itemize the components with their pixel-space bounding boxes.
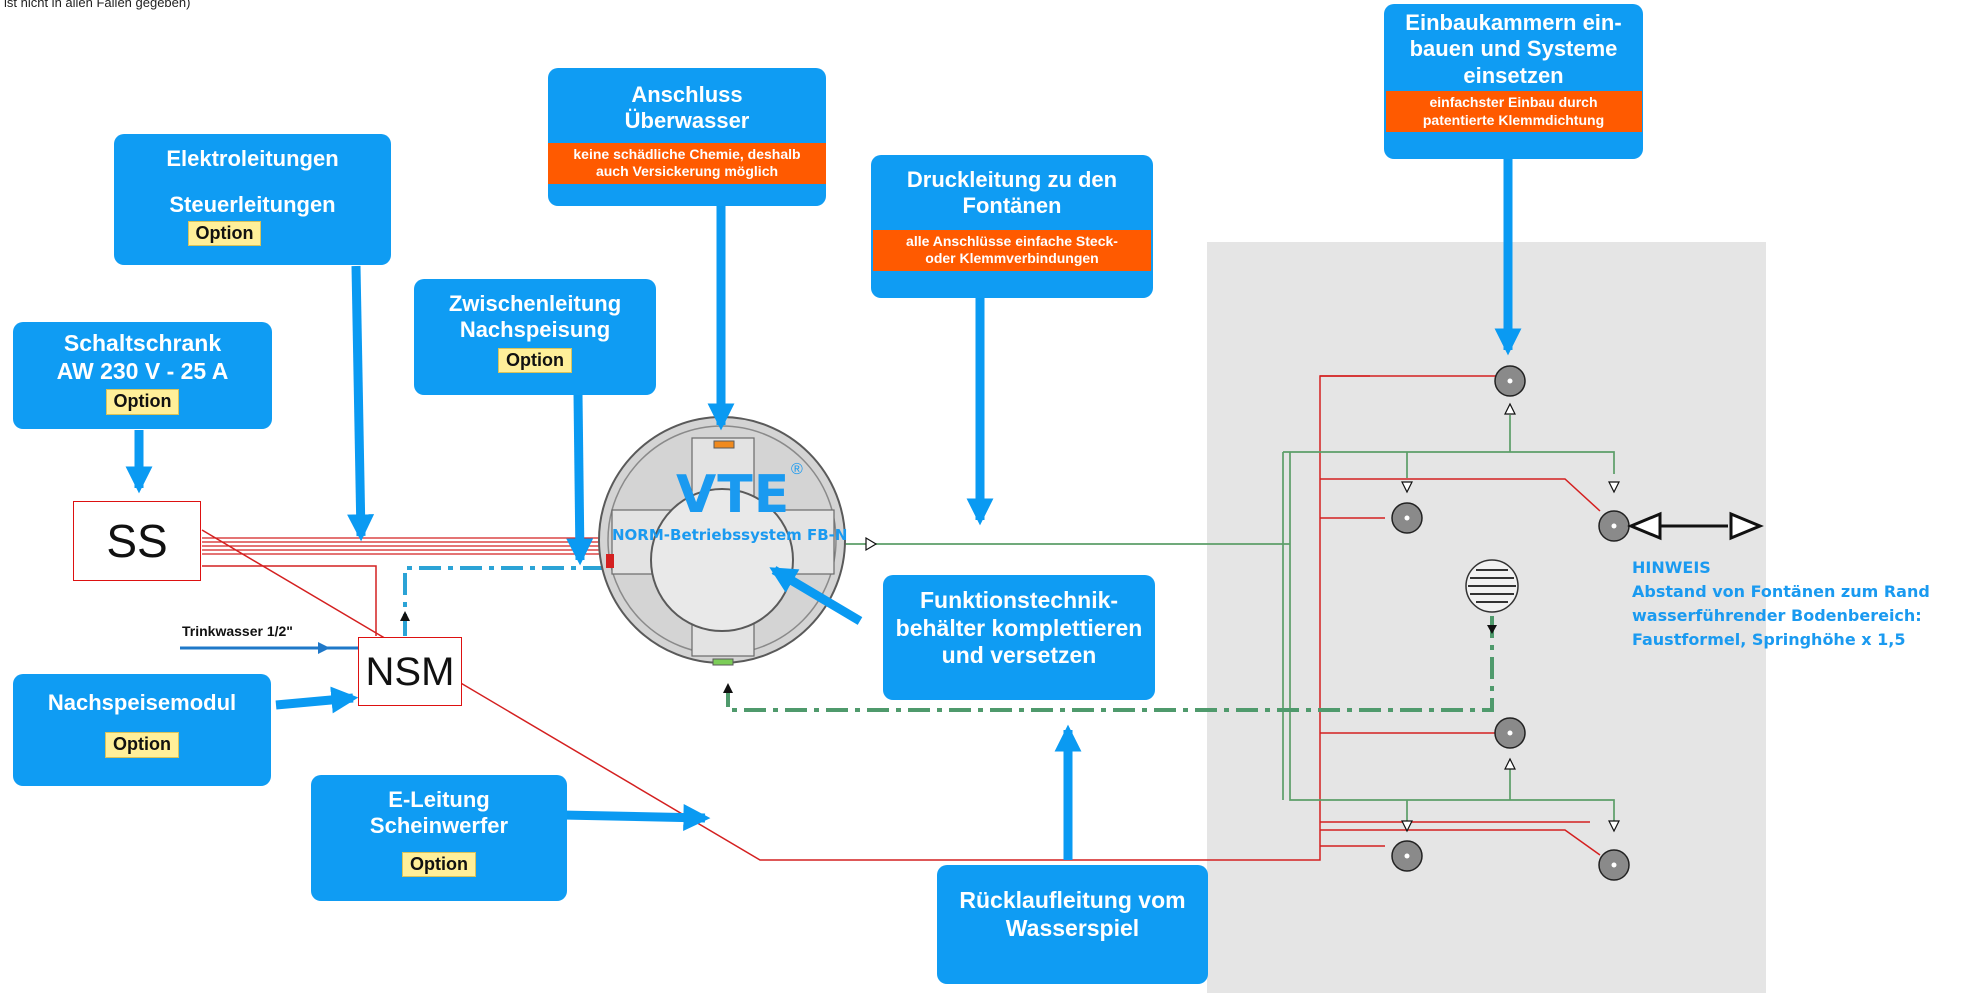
fountain-nozzle xyxy=(1391,502,1423,534)
switch-cabinet-ss: SS xyxy=(73,501,201,581)
option-badge: Option xyxy=(402,851,476,878)
option-badge: Option xyxy=(105,389,180,415)
callout-e-leitung: E-Leitung Scheinwerfer Option xyxy=(311,775,567,901)
check-valve-markers xyxy=(1401,402,1620,833)
callout-anschluss-note-1: keine schädliche Chemie, deshalb xyxy=(573,145,801,162)
callout-funktion-line1: Funktionstechnik- xyxy=(919,587,1119,613)
drinking-water-arrow xyxy=(318,642,330,654)
callout-anschluss-title: Anschluss xyxy=(631,82,743,107)
callout-eleitung-subtitle: Scheinwerfer xyxy=(369,813,509,839)
callout-anschluss-note: keine schädliche Chemie, deshalb auch Ve… xyxy=(548,142,826,184)
callout-einbau-note-2: patentierte Klemmdichtung xyxy=(1422,111,1605,128)
callout-einbau-note-1: einfachster Einbau durch xyxy=(1429,94,1598,111)
callout-zwischen-title: Zwischenleitung xyxy=(448,291,622,316)
return-line-arrow xyxy=(723,683,733,693)
fountain-nozzle xyxy=(1598,510,1630,542)
fountain-nozzle xyxy=(1391,840,1423,872)
callout-schaltschrank: Schaltschrank AW 230 V - 25 A Option xyxy=(13,322,272,429)
callout-druckleitung: Druckleitung zu den Fontänen alle Anschl… xyxy=(871,155,1153,298)
pointer-arrows xyxy=(125,156,1522,860)
callout-elektro-title: Elektroleitungen xyxy=(166,146,339,171)
water-floor-area xyxy=(1207,242,1766,993)
hint-line-1: Abstand von Fontänen zum Rand xyxy=(1632,582,1930,601)
function-tank xyxy=(598,416,846,666)
fountain-nozzle xyxy=(1494,717,1526,749)
fountain-nozzle xyxy=(1494,365,1526,397)
callout-ruecklauf-line2: Wasserspiel xyxy=(1005,914,1140,941)
refill-line-arrow xyxy=(400,611,410,621)
callout-einbau-line2: bauen und Systeme xyxy=(1409,36,1618,62)
callout-ruecklauf-line1: Rücklaufleitung vom xyxy=(959,887,1186,913)
callout-ruecklaufleitung: Rücklaufleitung vom Wasserspiel xyxy=(937,865,1208,984)
option-badge: Option xyxy=(187,220,262,247)
callout-eleitung-title: E-Leitung xyxy=(388,787,490,812)
hint-title: HINWEIS xyxy=(1632,558,1711,577)
callout-schaltschrank-spec: AW 230 V - 25 A xyxy=(56,357,229,384)
callout-funktionstechnik: Funktionstechnik- behälter komplettieren… xyxy=(883,575,1155,700)
callout-druck-subtitle: Fontänen xyxy=(962,193,1062,219)
tank-logo: VTE xyxy=(676,465,791,525)
hint-text: HINWEIS Abstand von Fontänen zum Rand wa… xyxy=(1632,556,1930,652)
callout-druck-title: Druckleitung zu den xyxy=(906,167,1118,192)
fountain-nozzle xyxy=(1598,849,1630,881)
return-line-arrow-drain xyxy=(1487,625,1497,634)
tank-logo-registered: ® xyxy=(791,461,803,478)
callout-funktion-line3: und versetzen xyxy=(941,642,1097,669)
callout-zwischen-subtitle: Nachspeisung xyxy=(459,317,611,343)
callout-druck-note-1: alle Anschlüsse einfache Steck- xyxy=(906,232,1118,249)
callout-druck-note: alle Anschlüsse einfache Steck- oder Kle… xyxy=(873,229,1151,271)
callout-zwischenleitung: Zwischenleitung Nachspeisung Option xyxy=(414,279,656,395)
top-note: ist nicht in allen Fällen gegeben) xyxy=(4,0,191,10)
callout-nachspeisemodul: Nachspeisemodul Option xyxy=(13,674,271,786)
electric-line-nsm xyxy=(202,565,377,636)
callout-elektro-subtitle: Steuerleitungen xyxy=(169,192,336,218)
option-badge: Option xyxy=(105,732,179,758)
tank-outlet-arrow xyxy=(865,536,878,552)
hint-line-2: wasserführender Bodenbereich: xyxy=(1632,606,1922,625)
callout-anschluss-note-2: auch Versickerung möglich xyxy=(595,163,779,180)
drinking-water-label: Trinkwasser 1/2" xyxy=(182,623,293,639)
callout-druck-note-2: oder Klemmverbindungen xyxy=(925,250,1099,267)
callout-anschluss-ueberwasser: Anschluss Überwasser keine schädliche Ch… xyxy=(548,68,826,206)
electric-cable-bundle xyxy=(202,537,610,555)
callout-elektroleitungen: Elektroleitungen Steuerleitungen Option xyxy=(114,134,391,265)
hint-line-3: Faustformel, Springhöhe x 1,5 xyxy=(1632,630,1906,649)
drain-grate xyxy=(1465,559,1519,613)
return-line xyxy=(726,616,1494,712)
callout-anschluss-subtitle: Überwasser xyxy=(624,108,750,134)
callout-einbau-line1: Einbaukammern ein- xyxy=(1405,10,1622,35)
callout-einbau-note: einfachster Einbau durch patentierte Kle… xyxy=(1385,91,1642,133)
callout-nachspeise-title: Nachspeisemodul xyxy=(47,690,237,715)
fountain-nozzles xyxy=(1391,365,1630,881)
callout-einbau-line3: einsetzen xyxy=(1463,62,1564,88)
callout-einbaukammern: Einbaukammern ein- bauen und Systeme ein… xyxy=(1384,4,1643,159)
callout-schaltschrank-title: Schaltschrank xyxy=(63,330,222,356)
tank-system-label: NORM-Betriebssystem FB-N xyxy=(612,526,848,544)
electric-fountain-lines xyxy=(1320,375,1601,856)
pressure-line-network xyxy=(840,415,1615,826)
refill-line xyxy=(403,566,606,636)
refill-module-nsm: NSM xyxy=(358,637,462,706)
callout-funktion-line2: behälter komplettieren xyxy=(895,614,1143,641)
distance-double-arrow xyxy=(1627,511,1764,541)
option-badge: Option xyxy=(498,347,572,374)
